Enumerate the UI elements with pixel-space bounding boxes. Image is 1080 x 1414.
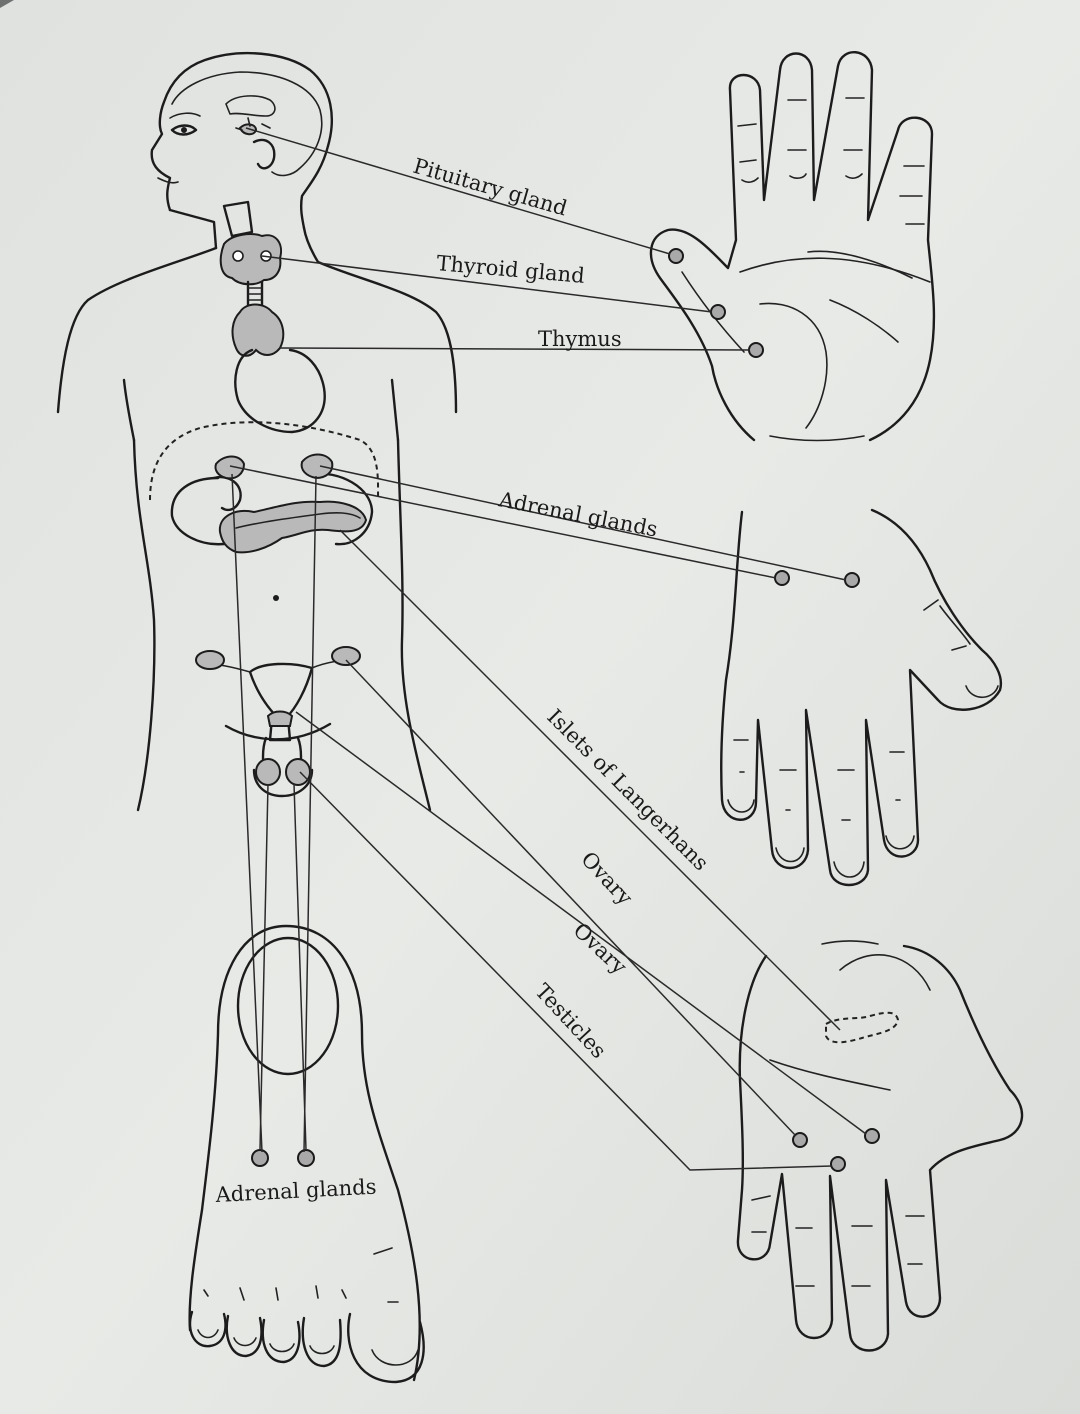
middle-hand-figure xyxy=(720,508,1003,887)
leader-adrenal-hand-2 xyxy=(319,465,847,581)
navel xyxy=(273,595,279,601)
leader-thyroid xyxy=(261,255,713,313)
body-figure xyxy=(56,51,458,812)
upper-palm-line-2 xyxy=(807,250,913,343)
middle-thumb-inner xyxy=(939,605,971,645)
eye-pupil xyxy=(181,127,187,133)
toe-2 xyxy=(225,1314,263,1358)
lower-thumb-lines xyxy=(769,954,931,1091)
hand-point-pituitary xyxy=(668,248,684,264)
ovary-left-organ xyxy=(195,650,225,670)
upper-palm-line-1 xyxy=(739,257,931,283)
thymus-organ xyxy=(231,303,285,357)
ovary-right-organ xyxy=(331,646,361,666)
upper-finger-joints xyxy=(737,97,925,197)
lower-finger-details xyxy=(751,1195,925,1287)
adrenal-left-organ xyxy=(214,455,246,480)
leader-lines xyxy=(229,127,867,1171)
leader-ovary-1 xyxy=(345,659,797,1137)
toe-1 xyxy=(188,1310,227,1348)
prostate-organ xyxy=(266,710,294,727)
head-outline xyxy=(150,51,333,230)
hand-point-thyroid xyxy=(710,304,726,320)
hand-point-ovary-2 xyxy=(864,1128,880,1144)
leader-pituitary xyxy=(245,127,671,255)
leader-testicles xyxy=(299,771,833,1171)
middle-palm-creases xyxy=(923,599,967,651)
right-shoulder-arm xyxy=(316,260,458,414)
brow xyxy=(169,112,201,119)
lower-islets-shape xyxy=(825,1011,900,1044)
leader-ovary-2 xyxy=(295,711,867,1135)
foot-point-adrenal-left xyxy=(251,1149,269,1167)
upper-palm-line-3 xyxy=(759,302,828,429)
lower-hand-top xyxy=(821,940,879,945)
upper-wrist xyxy=(769,435,865,442)
heart xyxy=(234,348,326,434)
pancreas-duct xyxy=(235,512,361,529)
lower-hand-figure xyxy=(736,940,1024,1352)
middle-finger-joints xyxy=(733,739,905,821)
foot-figure xyxy=(188,924,425,1384)
pancreas-organ xyxy=(218,500,368,554)
upper-hand-figure xyxy=(649,51,936,442)
parathyroid-left xyxy=(232,250,244,262)
liver xyxy=(170,476,226,546)
lower-hand-outline xyxy=(736,944,1024,1352)
neck-right xyxy=(302,226,320,264)
toe-3 xyxy=(261,1318,301,1364)
trachea-rings xyxy=(247,287,263,301)
pituitary-stalk xyxy=(235,117,271,131)
torso-right xyxy=(396,438,432,812)
foot-outline xyxy=(188,924,421,1382)
diaphragm-line xyxy=(149,421,380,501)
hand-point-testicles xyxy=(830,1156,846,1172)
pituitary-region xyxy=(225,95,276,117)
heel-circle xyxy=(236,936,340,1076)
label-thymus: Thymus xyxy=(538,327,622,351)
toe-4 xyxy=(301,1316,342,1368)
leader-islets xyxy=(339,529,841,1031)
upper-hand-outline xyxy=(649,51,936,442)
testicle-left-organ xyxy=(255,758,281,786)
foot-crease xyxy=(373,1247,393,1255)
upper-finger-creases xyxy=(741,173,925,225)
larynx xyxy=(222,200,254,238)
leader-adrenal-foot-1 xyxy=(231,473,263,1153)
pelvic-curve xyxy=(224,722,332,741)
neck-left xyxy=(168,208,218,250)
scrotum xyxy=(252,768,314,798)
testicle-right-organ xyxy=(285,758,311,786)
brain-outline xyxy=(171,71,323,177)
leader-thymus xyxy=(279,347,751,351)
hand-point-adrenal-left xyxy=(774,570,790,586)
left-arm-inner xyxy=(122,378,136,442)
middle-hand-outline xyxy=(720,508,1003,887)
right-arm-inner xyxy=(390,378,400,442)
thyroid-gland-organ xyxy=(219,233,282,286)
left-shoulder-arm xyxy=(56,246,218,414)
leader-adrenal-hand-1 xyxy=(229,465,777,579)
uterus xyxy=(248,662,314,720)
toe-nails xyxy=(197,1329,419,1366)
toe-5 xyxy=(347,1312,425,1384)
adrenal-right-organ xyxy=(300,453,334,480)
leader-testicle-foot-2 xyxy=(293,783,307,1151)
ear xyxy=(252,138,276,170)
leader-testicle-foot-1 xyxy=(259,783,269,1151)
eye xyxy=(170,124,198,136)
mouth xyxy=(157,177,179,184)
torso-left xyxy=(132,438,156,812)
hand-point-ovary-1 xyxy=(792,1132,808,1148)
toe-joints xyxy=(203,1285,399,1303)
leader-adrenal-foot-2 xyxy=(303,475,317,1153)
middle-finger-nails xyxy=(727,685,999,878)
hand-point-adrenal-right xyxy=(844,572,860,588)
foot-point-adrenal-right xyxy=(297,1149,315,1167)
hand-point-thymus xyxy=(748,342,764,358)
